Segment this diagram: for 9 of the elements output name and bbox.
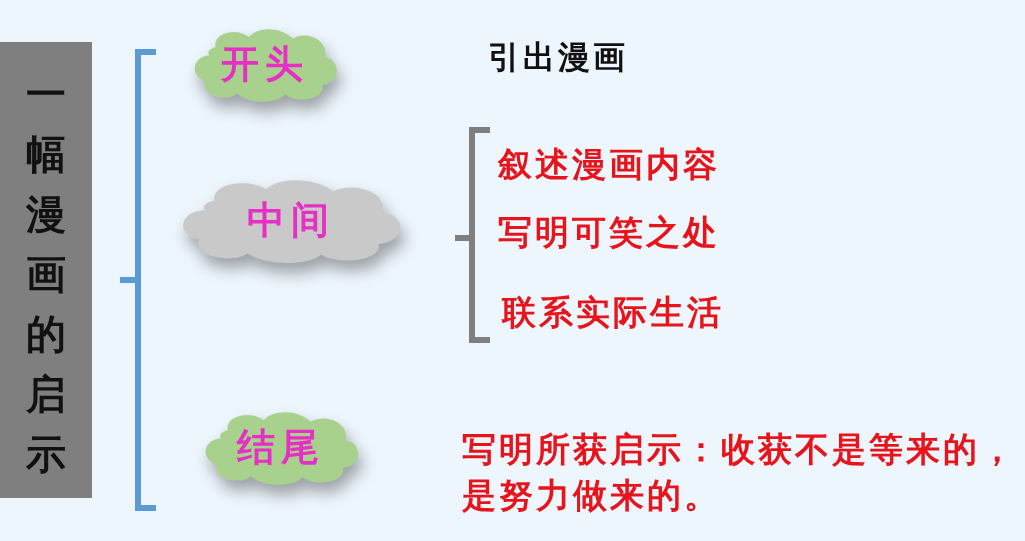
note-text: 联系实际生活: [502, 291, 724, 334]
cloud-label: 开头: [221, 40, 309, 88]
note-text: 叙述漫画内容: [498, 143, 720, 186]
title-box: 一幅漫画的启示: [0, 42, 92, 498]
cloud-label: 中间: [246, 196, 335, 244]
note-text: 写明可笑之处: [498, 211, 720, 254]
cloud-label: 结尾: [237, 423, 325, 471]
note-text: 写明所获启示：收获不是等来的，是努力做来的。: [462, 428, 1018, 517]
note-text: 引出漫画: [488, 37, 628, 78]
